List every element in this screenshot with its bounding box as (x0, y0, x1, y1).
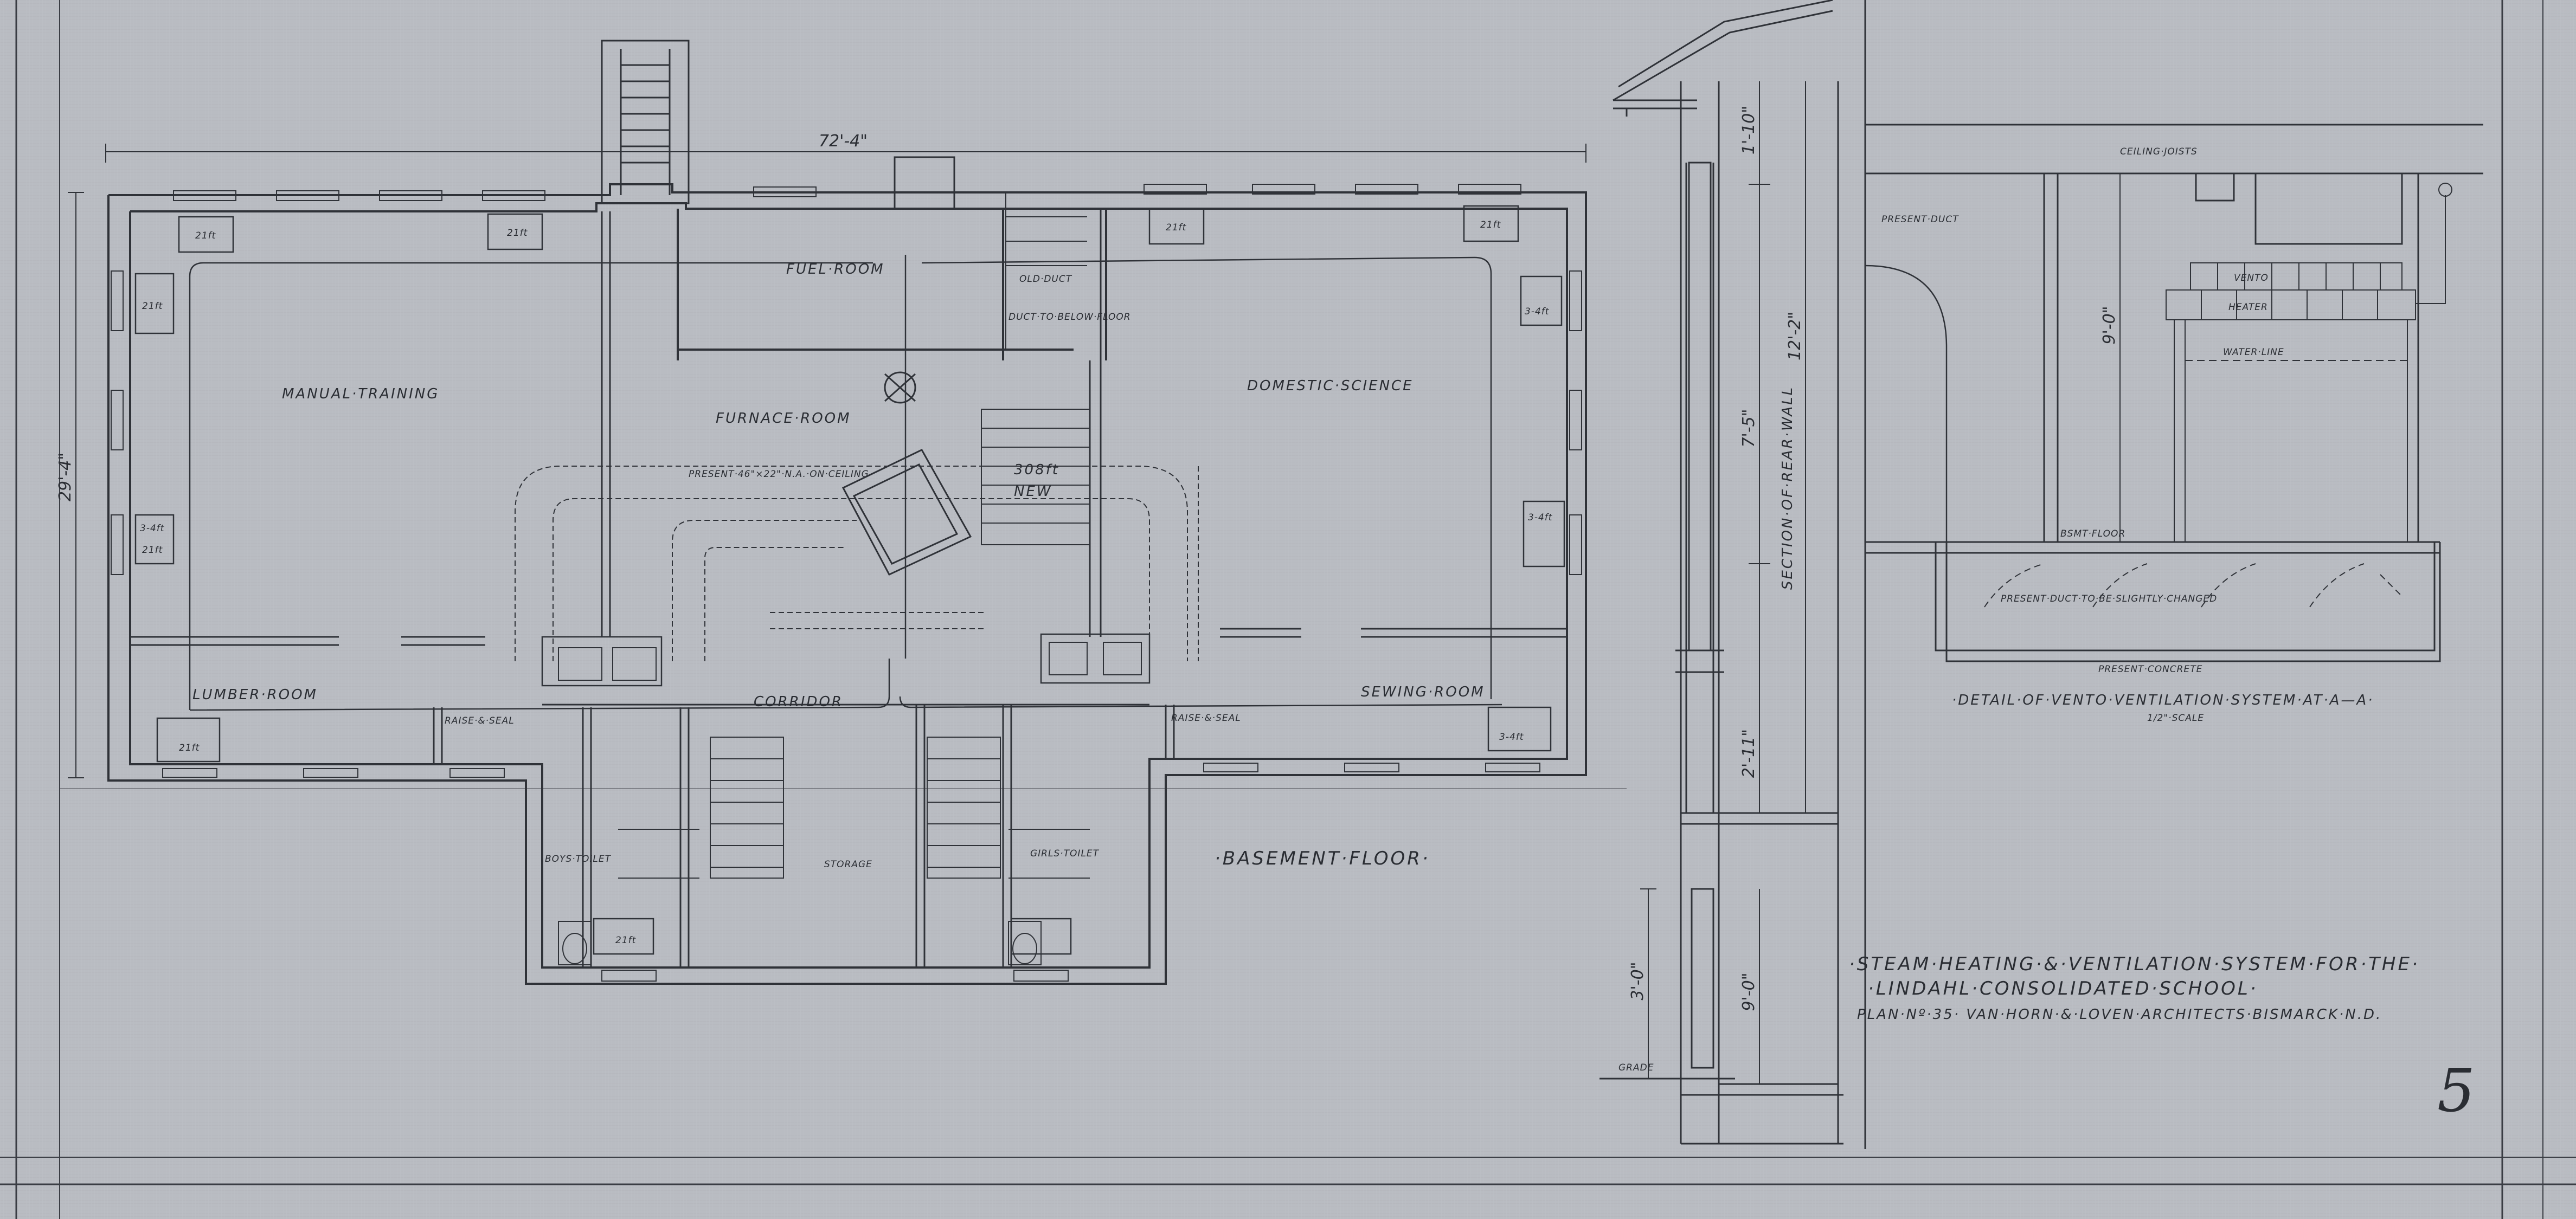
section-dim-bottom: 3'-0" (1628, 962, 1647, 1000)
dim-width-label: 72'-4" (819, 132, 868, 151)
dim-depth-label: 29'-4" (56, 453, 75, 501)
windows-top (173, 184, 1521, 201)
radiator-label: 21ft (195, 230, 216, 241)
note-heater-area: 308ft (1014, 462, 1059, 478)
label-furnace-room: FURNACE·ROOM (716, 410, 851, 427)
roof-eave (1613, 0, 1833, 117)
rear-wall-section (1599, 0, 1866, 1149)
detail-ceiling-joists: CEILING·JOISTS (2120, 146, 2198, 157)
outer-walls (107, 183, 1587, 985)
radiator-label: 21ft (507, 228, 528, 238)
label-manual-training: MANUAL·TRAINING (282, 386, 439, 402)
section-dim-base: 9'-0" (1739, 972, 1758, 1011)
section-grade-label: GRADE (1618, 1062, 1654, 1073)
detail-dim-height: 9'-0" (2100, 306, 2119, 344)
note-present-duct: PRESENT·46"×22"·N.A.·ON·CEILING (689, 469, 869, 480)
radiator-label: 21ft (142, 301, 163, 312)
wall-lines (1599, 0, 1866, 1149)
radiator-label: 21ft (1480, 220, 1501, 230)
heater-coils (2166, 183, 2452, 542)
floor-registers (541, 633, 1151, 687)
radiator-label: 3-4ft (140, 523, 165, 534)
detail-changed-note: PRESENT·DUCT·TO·BE·SLIGHTLY·CHANGED (2001, 594, 2217, 604)
detail-dimension (2112, 173, 2128, 543)
detail-vento-label: VENTO (2234, 273, 2269, 283)
label-fuel-room: FUEL·ROOM (786, 261, 885, 278)
label-basement-floor: ·BASEMENT·FLOOR· (1215, 848, 1430, 869)
section-dim-top: 1'-10" (1739, 106, 1758, 154)
note-raise-seal-left: RAISE·&·SEAL (445, 715, 515, 726)
detail-present-concrete: PRESENT·CONCRETE (2098, 664, 2202, 675)
toilet-fixtures (558, 829, 1090, 965)
label-corridor: CORRIDOR (754, 694, 843, 710)
note-duct-below-floor: DUCT·TO·BELOW·FLOOR (1008, 312, 1131, 323)
steam-piping (189, 255, 1502, 711)
label-girls-toilet: GIRLS·TOILET (1030, 848, 1100, 859)
detail-basement-floor: BSMT·FLOOR (2060, 528, 2125, 539)
section-dim-total: 12'-2" (1785, 312, 1804, 360)
detail-heater-label: HEATER (2228, 302, 2268, 313)
dimension-lines (68, 144, 1586, 778)
exterior-stair (601, 40, 690, 204)
chimney (894, 156, 955, 210)
detail-present-duct: PRESENT·DUCT (1881, 214, 1959, 225)
section-title: SECTION·OF·REAR·WALL (1780, 386, 1796, 590)
detail-caption: ·DETAIL·OF·VENTO·VENTILATION·SYSTEM·AT·A… (1952, 692, 2374, 708)
note-new-duct: NEW (1014, 483, 1052, 500)
section-dim-low: 2'-11" (1739, 729, 1758, 778)
title-line-3: PLAN·Nº·35· VAN·HORN·&·LOVEN·ARCHITECTS·… (1857, 1007, 2382, 1023)
radiator-label: 21ft (615, 935, 637, 946)
title-block: ·STEAM·HEATING·&·VENTILATION·SYSTEM·FOR·… (1849, 953, 2420, 1023)
detail-scale: 1/2"·SCALE (2147, 713, 2204, 724)
radiator-label: 3-4ft (1525, 306, 1550, 317)
title-line-2: ·LINDAHL·CONSOLIDATED·SCHOOL· (1868, 978, 2258, 999)
section-labels: SECTION·OF·REAR·WALL 1'-10" 7'-5" 12'-2"… (1618, 106, 1804, 1073)
label-boys-toilet: BOYS·TOILET (545, 854, 612, 865)
detail-labels: CEILING·JOISTS PRESENT·DUCT VENTO HEATER… (1881, 146, 2374, 724)
note-raise-seal-right: RAISE·&·SEAL (1171, 713, 1241, 724)
windows-sides (111, 270, 1582, 982)
label-sewing-room: SEWING·ROOM (1361, 684, 1485, 700)
ductwork (515, 466, 1199, 661)
detail-water-line: WATER·LINE (2223, 347, 2284, 358)
airflow-arrows (1984, 563, 2402, 608)
note-old-duct: OLD·DUCT (1019, 274, 1072, 285)
vento-detail (1865, 124, 2483, 662)
radiator-label: 3-4ft (1528, 512, 1553, 523)
section-dim-mid: 7'-5" (1739, 409, 1758, 447)
radiator-label: 21ft (142, 545, 163, 556)
label-storage: STORAGE (824, 859, 872, 870)
radiator-boxes (134, 205, 1565, 955)
section-dimension-lines (1640, 81, 1806, 1084)
page-number: 5 (2437, 1056, 2475, 1125)
room-labels: 72'-4" 29'-4" MANUAL·TRAINING FURNACE·RO… (56, 132, 1485, 870)
radiator-label: 3-4ft (1499, 732, 1524, 743)
title-line-1: ·STEAM·HEATING·&·VENTILATION·SYSTEM·FOR·… (1849, 953, 2420, 975)
radiator-labels: 21ft 21ft 21ft 3-4ft 21ft 3-4ft 21ft 21f… (140, 220, 1553, 946)
radiator-label: 21ft (179, 743, 200, 753)
label-domestic-science: DOMESTIC·SCIENCE (1247, 378, 1414, 394)
basement-floor-plan (68, 40, 1587, 985)
detail-structure (1865, 124, 2483, 662)
present-duct-curve (1865, 265, 1948, 542)
interior-partitions (130, 209, 1567, 968)
radiator-label: 21ft (1166, 222, 1187, 233)
vento-heater-unit (841, 371, 972, 576)
label-lumber-room: LUMBER·ROOM (192, 687, 318, 703)
